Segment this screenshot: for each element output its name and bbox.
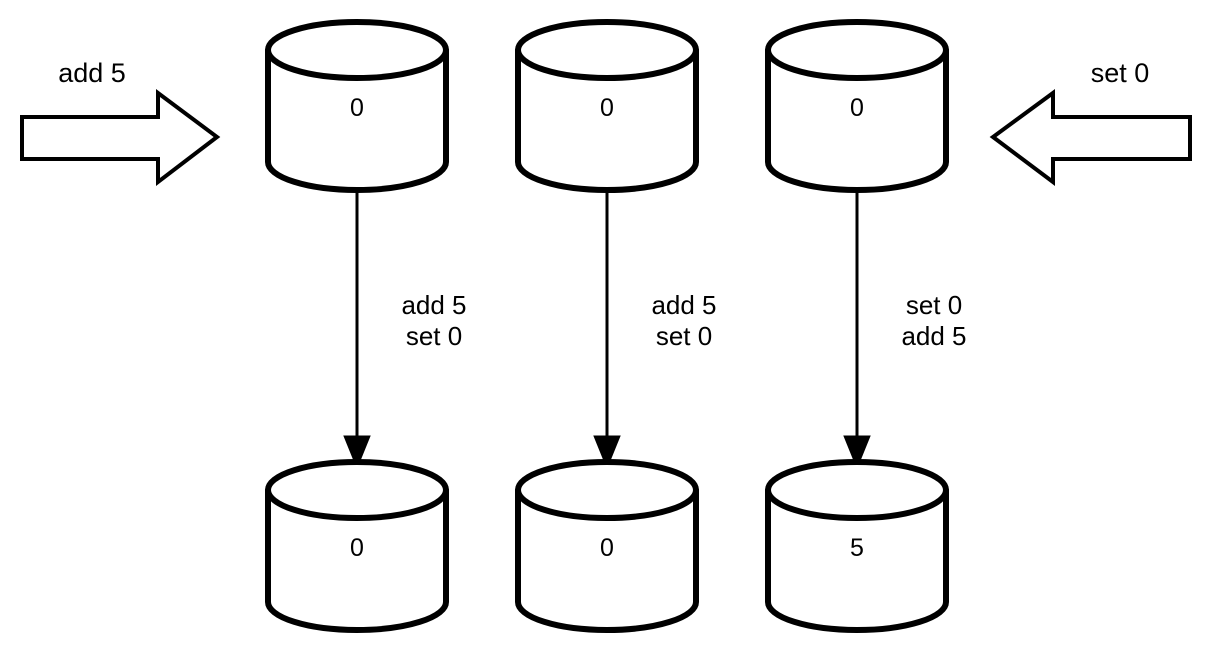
client-op-right-arrow [989, 89, 1192, 186]
replica-3-op-2: add 5 [901, 320, 967, 351]
replica-2-top-value: 0 [600, 94, 614, 122]
replica-2-bottom-cylinder-top [515, 459, 699, 521]
replica-2-op-1: add 5 [651, 290, 717, 320]
replica-3-bottom-value: 5 [850, 534, 864, 562]
replica-1-top-value: 0 [350, 94, 364, 122]
replica-3-top-cylinder-body [765, 47, 949, 193]
replica-2-op-order: add 5 set 0 [619, 290, 749, 351]
replica-2-bottom-cylinder-body [515, 487, 699, 633]
replica-2-bottom-value: 0 [600, 534, 614, 562]
client-op-left-arrow [20, 89, 221, 187]
replica-1-bottom-cylinder-body [265, 487, 449, 633]
client-op-right-label: set 0 [1090, 58, 1150, 88]
client-op-left-label: add 5 [58, 58, 126, 88]
replica-1-op-2: set 0 [405, 320, 463, 351]
replica-1-bottom-value: 0 [350, 534, 364, 562]
replica-3-top-value: 0 [850, 94, 864, 122]
replica-2-op-2: set 0 [655, 320, 713, 351]
replica-1-top-cylinder-top [265, 19, 449, 81]
replica-3-bottom-cylinder-body [765, 487, 949, 633]
replica-2-top-cylinder-top [515, 19, 699, 81]
replica-1-connector-arrowhead [343, 435, 371, 470]
replica-3-top-cylinder-top [765, 19, 949, 81]
replica-3-op-1: set 0 [905, 290, 963, 320]
replica-3-bottom-cylinder-top [765, 459, 949, 521]
replica-2-top-cylinder-body [515, 47, 699, 193]
replica-1-op-order: add 5 set 0 [369, 290, 499, 351]
replica-3-connector-arrowhead [843, 435, 871, 470]
replica-2-connector-arrowhead [593, 435, 621, 470]
replica-3-op-order: set 0 add 5 [869, 290, 999, 351]
replica-1-bottom-cylinder-top [265, 459, 449, 521]
replica-1-top-cylinder-body [265, 47, 449, 193]
replica-1-op-1: add 5 [401, 290, 467, 320]
